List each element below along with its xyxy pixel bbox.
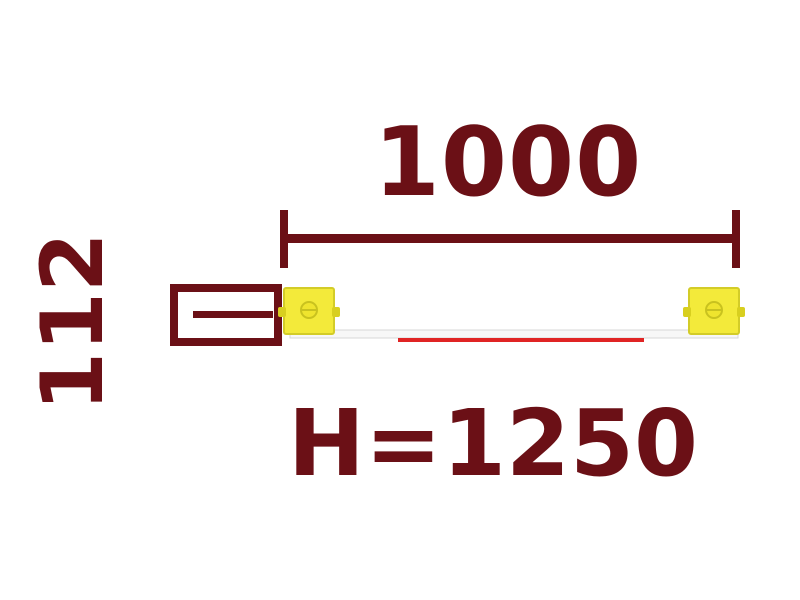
depth-dimension	[170, 284, 282, 346]
depth-dimension-label: 112	[23, 232, 123, 412]
height-dimension-label: H=1250	[288, 390, 698, 497]
width-dimension-line	[284, 234, 736, 243]
depth-dimension-center-bar	[193, 311, 273, 318]
depth-dimension-top-line	[170, 284, 282, 292]
width-dimension-label: 1000	[374, 108, 642, 218]
left-yellow-bracket-icon	[278, 287, 340, 335]
bench-red-strip	[398, 338, 644, 342]
width-dimension	[280, 210, 740, 268]
depth-dimension-left-line	[170, 284, 178, 346]
right-yellow-bracket-icon	[683, 287, 745, 335]
bench-plank	[289, 329, 739, 339]
depth-dimension-bottom-line	[170, 338, 282, 346]
bench-assembly	[278, 287, 745, 342]
